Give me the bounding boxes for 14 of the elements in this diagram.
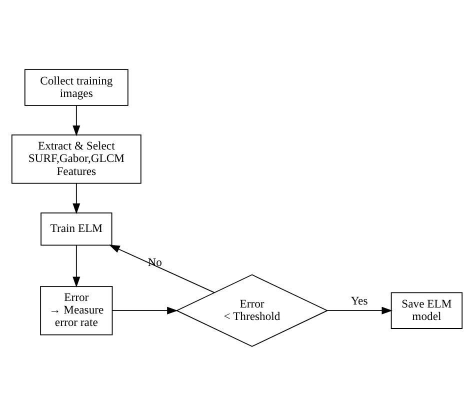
node-box: Extract & Select SURF,Gabor,GLCM Features bbox=[11, 134, 142, 184]
node-box: Train ELM bbox=[40, 212, 112, 246]
edge-label: Yes bbox=[350, 294, 368, 308]
arrow bbox=[72, 244, 80, 288]
node-box: Error → Measure error rate bbox=[40, 285, 113, 335]
arrow bbox=[72, 182, 80, 214]
edge-label: No bbox=[148, 255, 162, 268]
arrow bbox=[112, 306, 178, 314]
arrow bbox=[109, 244, 215, 293]
node-box: Collect training images bbox=[24, 68, 128, 106]
node-diamond: Error < Threshold bbox=[176, 274, 328, 346]
arrow bbox=[72, 104, 80, 136]
node-box: Save ELM model bbox=[390, 292, 463, 328]
arrow bbox=[326, 306, 392, 314]
